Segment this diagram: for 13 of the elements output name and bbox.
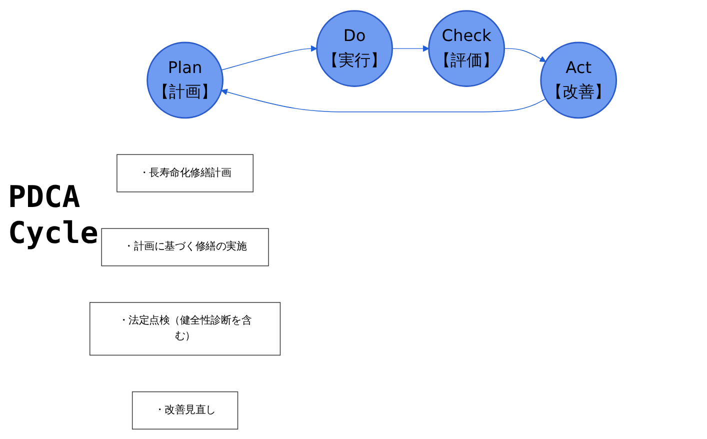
node-box: ・計画に基づく修繕の実施 [102, 228, 270, 266]
arrow [392, 44, 430, 52]
node-circle: Check 【評価】 [428, 10, 506, 86]
arrow [221, 88, 547, 112]
node-box: ・改善見直し [132, 390, 239, 429]
node-box: ・法定点検（健全性診断を含む） [90, 302, 281, 356]
node-box: ・長寿命化修繕計画 [117, 154, 254, 192]
node-circle: Act 【改善】 [540, 41, 618, 118]
node-circle: Plan 【計画】 [147, 41, 224, 118]
node-circle: Do 【実行】 [316, 10, 394, 86]
arrow [221, 44, 318, 70]
arrow [504, 48, 546, 62]
diagram-title-text: PDCA Cycle [8, 180, 100, 252]
